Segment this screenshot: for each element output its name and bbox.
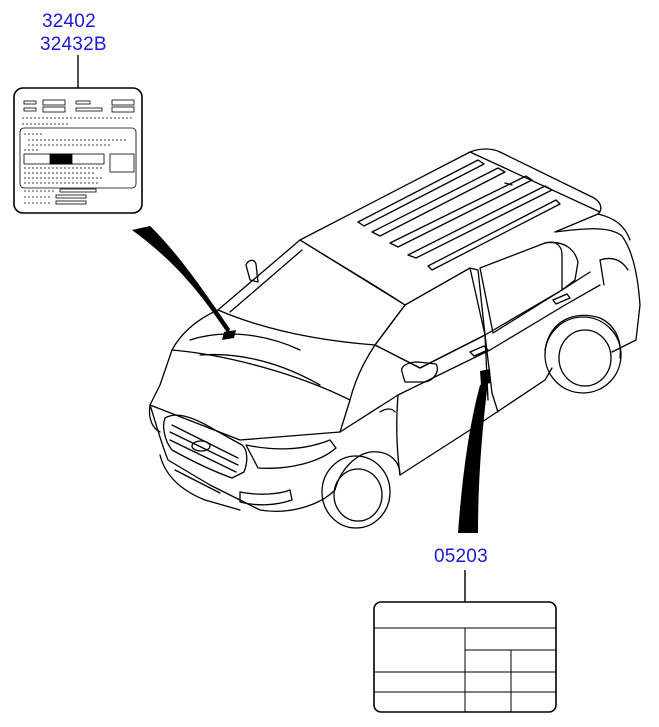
part-number-tire-label[interactable]: 05203 (434, 546, 488, 567)
location-pointers (132, 226, 488, 533)
tire-label-sticker[interactable] (373, 601, 557, 713)
emission-label-sticker[interactable] (13, 87, 143, 214)
vehicle-drawing (148, 148, 641, 529)
part-number-emission-label[interactable]: 32402 (42, 11, 96, 32)
sticker-location-marks (222, 330, 491, 385)
part-number-emission-label-alt[interactable]: 32432B (40, 34, 107, 55)
leader-lines (77, 55, 466, 602)
